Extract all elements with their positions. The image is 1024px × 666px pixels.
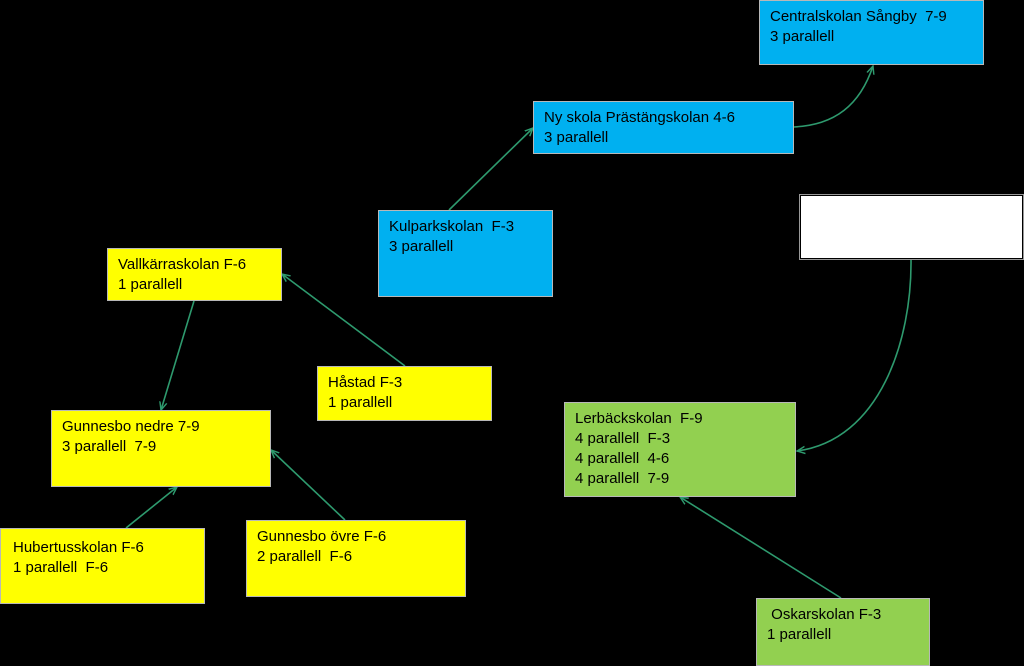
hubertusskolan-box: Hubertusskolan F-6 1 parallell F-6 — [0, 528, 205, 604]
kulparkskolan-box: Kulparkskolan F-3 3 parallell — [378, 210, 553, 297]
lerbackskolan-parallel-f3: 4 parallell F-3 — [575, 430, 671, 447]
hastad-name: Håstad F-3 — [328, 374, 403, 391]
hubertusskolan-parallel: 1 parallell F-6 — [13, 559, 109, 576]
unnamed-box — [800, 195, 1023, 259]
hubertusskolan-name: Hubertusskolan F-6 — [13, 539, 144, 556]
gunnesbo-ovre-parallel: 2 parallell F-6 — [257, 548, 353, 565]
kulparkskolan-name: Kulparkskolan F-3 — [389, 218, 515, 235]
arrow-hubertus-to-gunnesbo-nedre — [125, 487, 177, 529]
hastad-parallel: 1 parallell — [328, 394, 393, 411]
gunnesbo-ovre-box: Gunnesbo övre F-6 2 parallell F-6 — [246, 520, 466, 597]
arrow-vallkarra-to-gunnesbo-nedre — [161, 300, 195, 410]
vallkarraskolan-parallel: 1 parallell — [118, 276, 183, 293]
arrow-gunnesbo-ovre-to-gunnesbo-nedre — [271, 450, 346, 521]
arrow-kulpark-to-prastang — [448, 128, 533, 211]
centralskolan-box: Centralskolan Sångby 7-9 3 parallell — [759, 0, 984, 65]
lerbackskolan-parallel-4-6: 4 parallell 4-6 — [575, 450, 670, 467]
lerbackskolan-box: Lerbäckskolan F-9 4 parallell F-3 4 para… — [564, 402, 796, 497]
vallkarraskolan-box: Vallkärraskolan F-6 1 parallell — [107, 248, 282, 301]
oskarskolan-box: Oskarskolan F-3 1 parallell — [756, 598, 930, 666]
centralskolan-name: Centralskolan Sångby 7-9 — [770, 8, 947, 25]
arrow-unnamed-to-lerback — [797, 258, 912, 451]
centralskolan-parallel: 3 parallell — [770, 28, 835, 45]
oskarskolan-name: Oskarskolan F-3 — [767, 606, 882, 623]
gunnesbo-nedre-parallel: 3 parallell 7-9 — [62, 438, 157, 455]
hastad-box: Håstad F-3 1 parallell — [317, 366, 492, 421]
lerbackskolan-name: Lerbäckskolan F-9 — [575, 410, 703, 427]
arrow-prastang-to-centralskolan — [793, 66, 873, 128]
gunnesbo-nedre-box: Gunnesbo nedre 7-9 3 parallell 7-9 — [51, 410, 271, 487]
oskarskolan-parallel: 1 parallell — [767, 626, 832, 643]
lerbackskolan-parallel-7-9: 4 parallell 7-9 — [575, 470, 670, 487]
arrow-oskar-to-lerback — [680, 497, 842, 599]
gunnesbo-ovre-name: Gunnesbo övre F-6 — [257, 528, 387, 545]
kulparkskolan-parallel: 3 parallell — [389, 238, 454, 255]
prastangskolan-box: Ny skola Prästängskolan 4-6 3 parallell — [533, 101, 794, 154]
prastangskolan-parallel: 3 parallell — [544, 129, 609, 146]
prastangskolan-name: Ny skola Prästängskolan 4-6 — [544, 109, 735, 126]
arrow-hastad-to-vallkarra — [282, 274, 406, 367]
gunnesbo-nedre-name: Gunnesbo nedre 7-9 — [62, 418, 200, 435]
vallkarraskolan-name: Vallkärraskolan F-6 — [118, 256, 247, 273]
